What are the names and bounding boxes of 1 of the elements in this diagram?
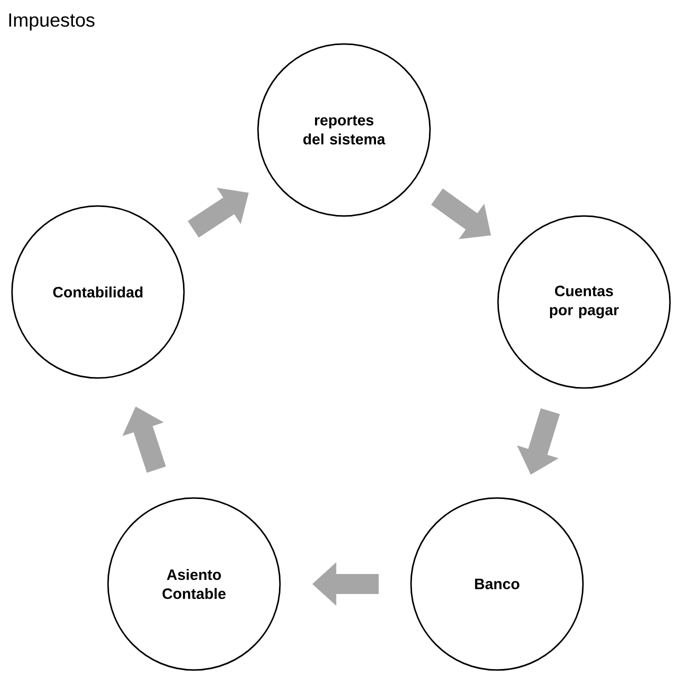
- title: Impuestos: [9, 14, 94, 30]
